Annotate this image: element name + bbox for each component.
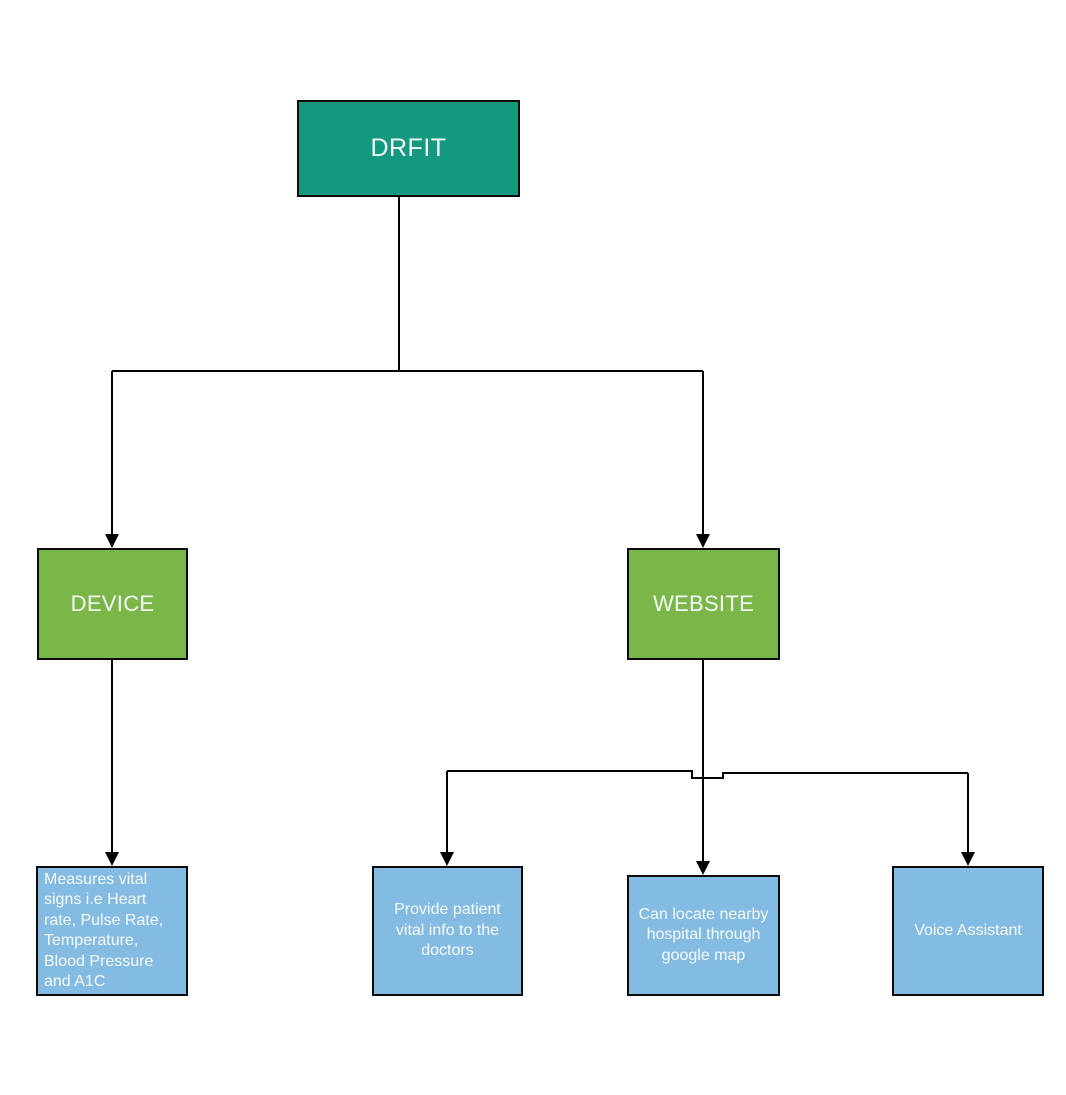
node-drfit: DRFIT — [297, 100, 520, 197]
node-website-feature-voice-label: Voice Assistant — [914, 921, 1022, 939]
node-website: WEBSITE — [627, 548, 780, 660]
node-drfit-label: DRFIT — [370, 134, 447, 162]
node-website-feature-voice: Voice Assistant — [892, 866, 1044, 996]
node-website-feature-hospital-label: Can locate nearby hospital through googl… — [638, 905, 769, 964]
node-website-label: WEBSITE — [652, 591, 755, 616]
arrowhead-hospital — [696, 861, 710, 875]
arrowhead-voice — [961, 852, 975, 866]
node-device-feature: Measures vital signs i.e Heart rate, Pul… — [36, 866, 188, 996]
node-device-label: DEVICE — [70, 591, 155, 616]
arrowhead-device-feature — [105, 852, 119, 866]
node-device: DEVICE — [37, 548, 188, 660]
node-website-feature-doctors-label: Provide patient vital info to the doctor… — [394, 901, 501, 960]
arrowhead-device — [105, 534, 119, 548]
node-device-feature-label: Measures vital signs i.e Heart rate, Pul… — [44, 871, 164, 991]
connector-website-split-bar — [447, 770, 968, 779]
node-website-feature-doctors: Provide patient vital info to the doctor… — [372, 866, 523, 996]
node-website-feature-hospital: Can locate nearby hospital through googl… — [627, 875, 780, 996]
arrowhead-website — [696, 534, 710, 548]
arrowhead-doctors — [440, 852, 454, 866]
